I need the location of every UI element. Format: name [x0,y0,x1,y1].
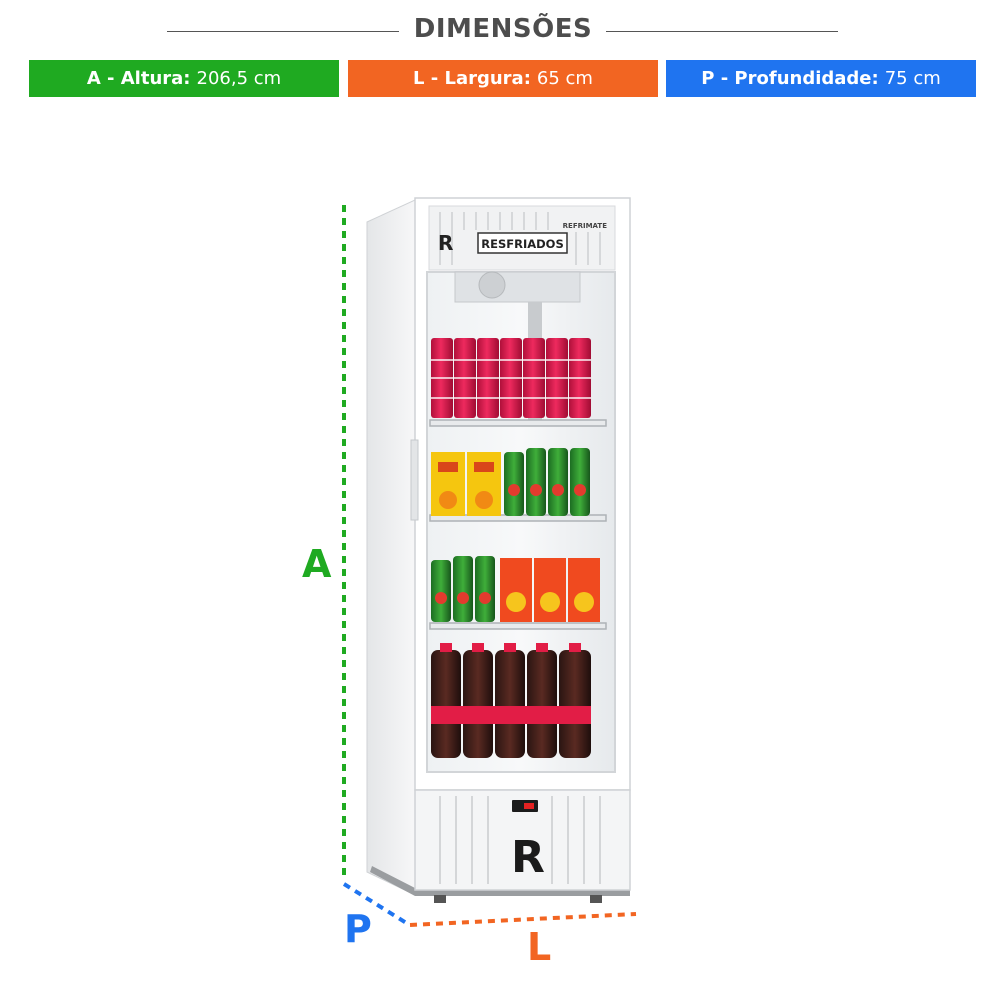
width-badge-key: L - Largura: [413,68,531,89]
fan-icon [478,271,506,299]
evaporator-fan-housing [454,271,581,303]
height-letter: A [302,542,332,586]
header-rule-right [606,31,838,32]
bottom-cola-bottles [431,643,591,758]
bottom-grille-slats [439,796,601,884]
fridge-side-panel [366,199,416,896]
width-badge: L - Largura: 65 cm [348,60,658,97]
header-title: DIMENSÕES [413,14,593,44]
brand-text: REFRIMATE [563,222,608,230]
fridge-door-handle [410,439,419,521]
shelves [429,419,607,630]
width-dimension-line [409,912,637,927]
top-grille-slats [439,212,601,265]
shelf-2-products [431,448,590,516]
height-badge-value: 206,5 cm [196,68,282,89]
fridge-logo-top: R [438,231,453,255]
depth-badge-value: 75 cm [884,68,941,89]
fridge-logo-bottom: R [511,832,545,883]
temperature-display-digits [524,803,534,809]
depth-badge: P - Profundidade: 75 cm [666,60,976,97]
shelf-1-cans [431,338,591,418]
resfriados-sign-text: RESFRIADOS [481,237,564,251]
depth-badge-key: P - Profundidade: [701,68,879,89]
width-letter: L [527,925,552,969]
fridge-foot-left [434,895,446,903]
height-badge: A - Altura: 206,5 cm [29,60,339,97]
dimension-badges: A - Altura: 206,5 cm L - Largura: 65 cm … [0,60,1000,97]
header-rule-left [167,31,399,32]
width-badge-value: 65 cm [536,68,593,89]
shelf-3-products [431,556,600,622]
dimensions-header: DIMENSÕES [0,14,1000,54]
depth-letter: P [344,907,372,951]
height-badge-key: A - Altura: [86,68,191,89]
fridge-foot-right [590,895,602,903]
resfriados-sign [477,232,568,254]
